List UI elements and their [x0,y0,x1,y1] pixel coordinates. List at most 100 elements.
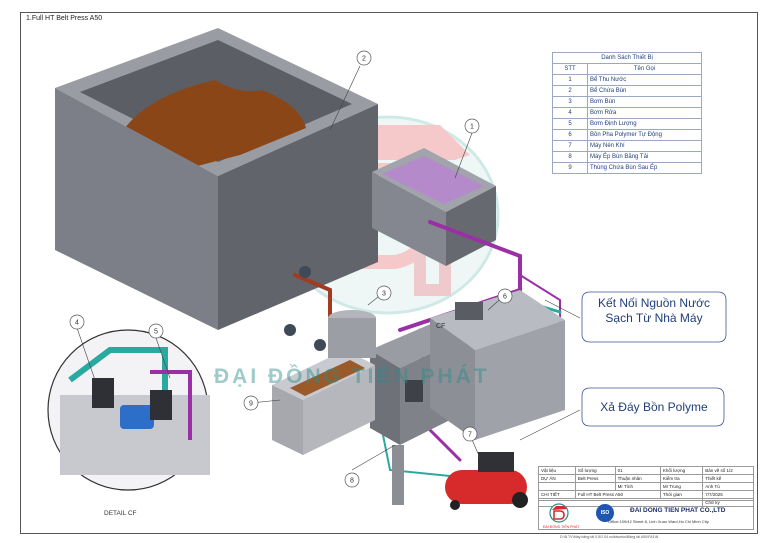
label-material: Vật liệu [538,466,576,475]
row-stt: 3 [552,96,588,108]
title-block-row: Mr Tình Mr Trung Anh Tú [538,482,754,491]
container-sludge [290,360,365,396]
callout-balloon-2 [356,50,372,66]
leader-lines [76,65,581,471]
polymer-tank-side [475,320,565,440]
sludge-surface [125,80,306,168]
purple-pipe-branch [519,274,561,326]
callout-balloon-6 [497,288,513,304]
sludge-storage-tank [55,28,378,330]
valve-handwheel [299,266,311,278]
row-stt: 5 [552,118,588,130]
row-name: Thùng Chứa Bùn Sau Ép [587,162,702,174]
pump-tank-body [328,318,376,358]
title-block-row: Vật liệu Số lượng 01 Khối lượng Bản vẽ s… [538,466,754,475]
title-block-row: DỰ ÁN Belt Press Thuận nhân Kiểm tra Thi… [538,474,754,483]
polymer-mixing-tank [430,290,565,440]
value-detail: Full HT Belt Press A50 [574,490,661,499]
callout-number-6: 6 [503,294,507,301]
label-designed: Thiết kế [702,474,754,483]
tank-side-wall [218,104,378,330]
container-side [303,365,375,455]
small-tank-side [446,186,496,266]
polymer-tank-front [430,318,475,440]
clean-water-bubble [581,291,727,343]
sheet-title: 1.Full HT Belt Press A50 [26,15,103,22]
row-name: Bơm Bùn [587,96,702,108]
empty-cell [538,482,576,491]
detail-motor [150,390,172,420]
row-name: Bơm Rửa [587,107,702,119]
belt-press-front [370,350,400,445]
value-approved: Mr Tình [614,482,661,491]
row-name: Máy Nén Khí [587,140,702,152]
detail-purple-pipe [150,370,192,440]
title-block: Vật liệu Số lượng 01 Khối lượng Bản vẽ s… [537,466,754,507]
value-quantity: 01 [614,466,661,475]
callout-balloon-8 [344,472,360,488]
row-stt: 4 [552,107,588,119]
empty-cell [537,498,704,507]
belt-press-panel [405,380,423,402]
watermark-text: ĐẠI ĐỒNG TIẾN PHÁT [214,365,490,388]
company-logo [546,503,572,525]
label-approved: Thuận nhân [614,474,661,483]
detail-label: DETAIL CF [104,510,137,517]
detail-motor [92,378,114,408]
valve-handwheel [284,324,296,336]
row-stt: 2 [552,85,588,97]
clean-water-line-1: Kết Nối Nguồn Nước [598,296,710,310]
row-stt: 9 [552,162,588,174]
callout-balloon-3 [376,285,392,301]
row-stt: 7 [552,140,588,152]
file-path-footnote: D:\B.TV\Máy băng tải 0.5\2.04 solidworks… [560,535,659,539]
label-time: Thời gian [659,490,704,499]
callout-number-7: 7 [468,432,472,439]
compressor-wheel [450,500,460,510]
title-block-row: CHI TIẾT Full HT Belt Press A50 Thời gia… [538,490,754,499]
label-detail: CHI TIẾT [538,490,576,499]
iso-badge: ISO [596,504,614,522]
column-header-name: Tên Gọi [587,63,702,75]
title-block-row: Chữ ký [537,498,754,507]
drain-bubble [581,387,725,427]
company-logo-icon [549,503,569,523]
callout-balloon-9 [243,395,259,411]
detail-cf-circle [47,329,210,491]
callout-number-9: 9 [249,401,253,408]
drain-annotation: Xả Đáy Bồn Polyme [600,400,708,414]
tank-front-wall [55,88,218,330]
press-support-leg [392,445,404,505]
iso-text: ISO [600,510,610,516]
water-collection-tank [372,148,496,266]
empty-cell [574,482,616,491]
valve-handwheel [314,339,326,351]
label-weight: Khối lượng [659,466,704,475]
callout-number-5: 5 [154,329,158,336]
callout-balloon-1 [464,118,480,134]
callout-number-8: 8 [350,478,354,485]
table-caption: Danh Sách Thiết Bị [552,52,702,64]
value-checked: Mr Trung [659,482,704,491]
polymer-control-box [455,302,483,320]
sludge-container [272,350,375,455]
label-project: DỰ ÁN [538,474,576,483]
company-address: Office:109/42 Street 8, Linh Xuan Ward,H… [608,519,710,524]
label-drawing-number: Bản vẽ số 1/2 [702,466,754,475]
label-quantity: Số lượng [574,466,616,475]
label-checked: Kiểm tra [659,474,704,483]
small-tank-front [372,172,446,266]
clean-water-line-2: Sạch Từ Nhà Máy [605,311,703,325]
sludge-pump-assembly [284,266,376,358]
clean-water-annotation: Kết Nối Nguồn Nước Sạch Từ Nhà Máy [584,296,724,326]
annotation-bubbles [581,291,727,427]
